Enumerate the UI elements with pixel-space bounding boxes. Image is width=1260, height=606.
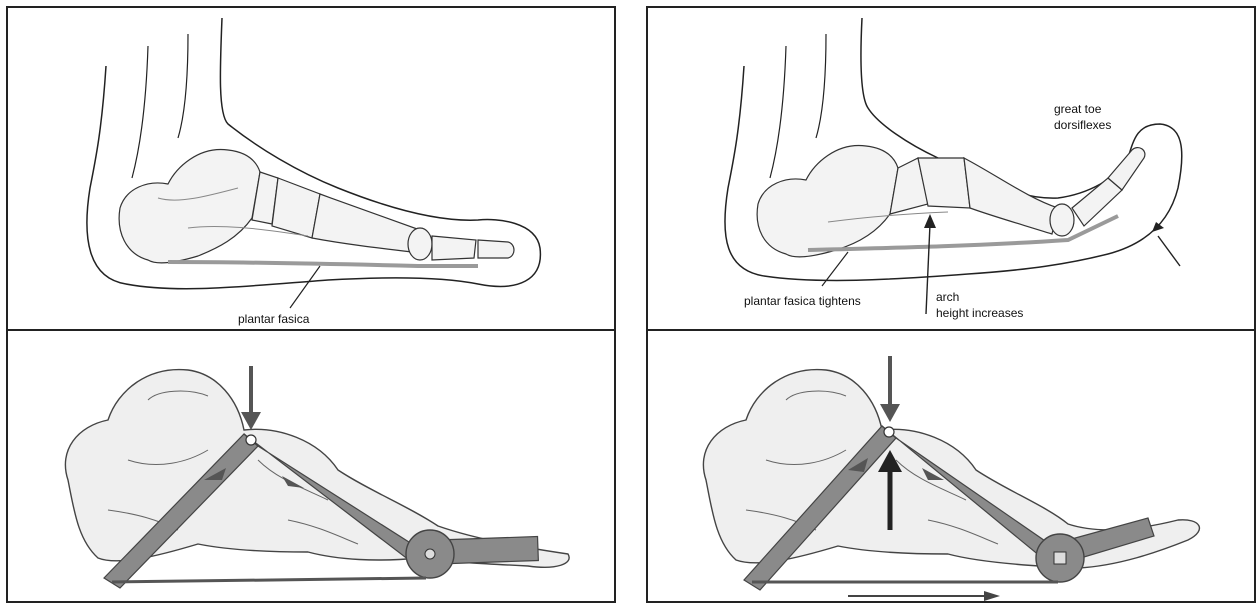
fascia-leader-line: [290, 266, 320, 308]
label-toe-line1: great toe: [1054, 102, 1101, 117]
truss-tie-rod: [112, 578, 426, 582]
arch-arrow: [926, 224, 930, 314]
foot-illustration-resting: [8, 8, 614, 328]
left-panel-neutral: plantar fasica: [6, 6, 616, 603]
right-panel-windlass: plantar fasica tightens arch height incr…: [646, 6, 1256, 603]
label-fascia-tightens: plantar fasica tightens: [744, 294, 861, 309]
toe-arrow: [1158, 236, 1180, 266]
label-arch-line2: height increases: [936, 306, 1023, 321]
windlass-truss-illustration-active: [648, 330, 1254, 603]
plantar-fascia: [168, 262, 478, 266]
label-arch-line1: arch: [936, 290, 959, 305]
label-plantar-fascia: plantar fasica: [238, 312, 309, 327]
label-toe-line2: dorsiflexes: [1054, 118, 1111, 133]
foot-illustration-dorsiflexed: [648, 8, 1254, 328]
windlass-truss-illustration-resting: [8, 330, 614, 603]
